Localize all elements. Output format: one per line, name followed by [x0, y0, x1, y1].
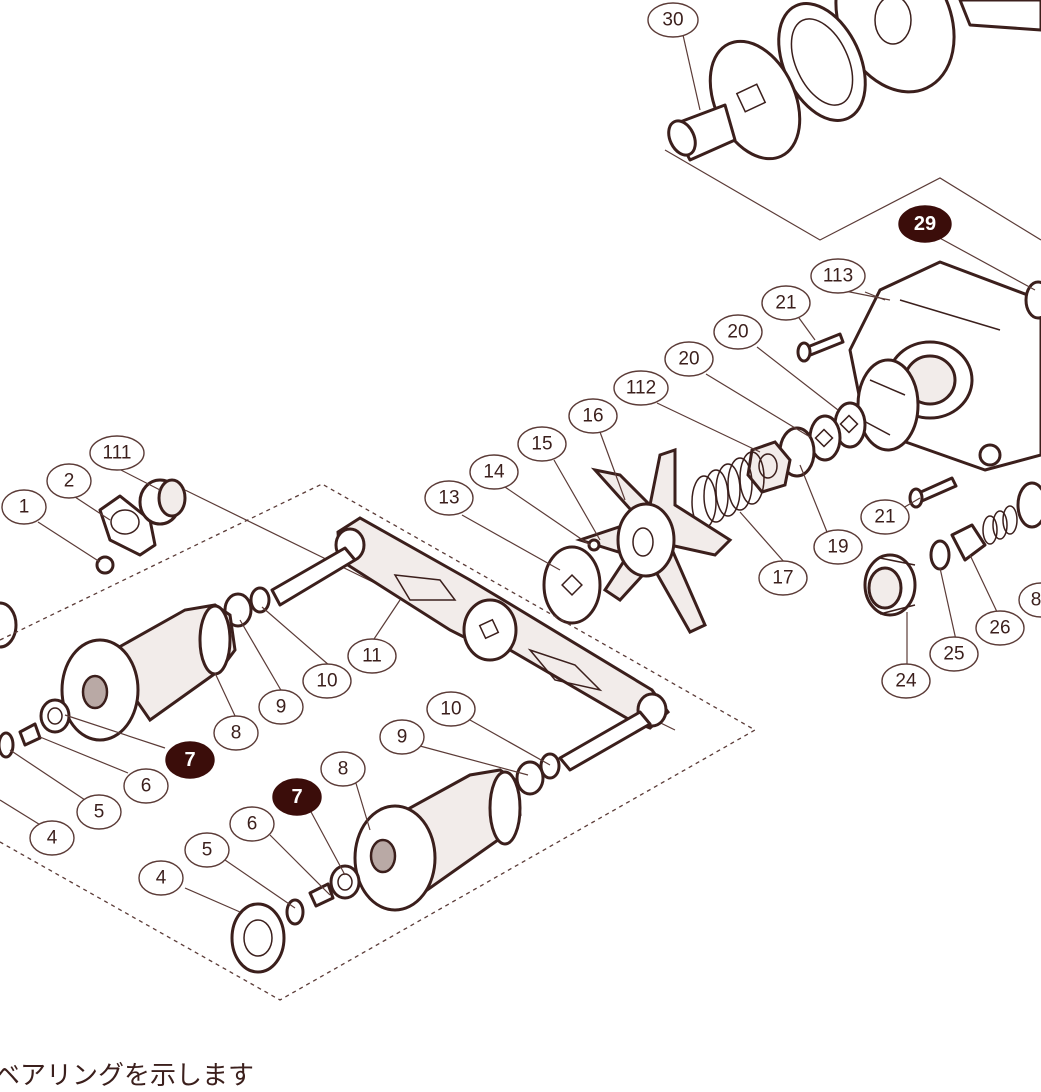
callout-26: 26	[975, 610, 1025, 646]
callout-7-upper-highlighted: 7	[165, 741, 215, 779]
callout-20-lower: 20	[664, 341, 714, 377]
svg-text:112: 112	[626, 378, 656, 399]
handle-knob-upper	[0, 586, 271, 759]
svg-text:8: 8	[231, 723, 242, 744]
svg-text:21: 21	[775, 293, 796, 314]
callout-17: 17	[758, 560, 808, 596]
svg-text:2: 2	[64, 471, 75, 492]
callout-10-lower: 10	[426, 691, 476, 727]
svg-text:111: 111	[103, 443, 132, 464]
callout-112: 112	[613, 370, 669, 406]
callout-5-lower: 5	[184, 832, 230, 868]
callout-9-upper: 9	[258, 689, 304, 725]
callout-14: 14	[469, 454, 519, 490]
callout-21-upper: 21	[761, 285, 811, 321]
svg-text:4: 4	[47, 828, 58, 849]
callout-8-lower: 8	[320, 751, 366, 787]
svg-text:5: 5	[202, 840, 213, 861]
callout-19: 19	[813, 529, 863, 565]
svg-text:113: 113	[823, 266, 853, 287]
svg-text:16: 16	[582, 406, 603, 427]
callout-6-upper: 6	[123, 768, 169, 804]
handle-lock-plate	[0, 478, 187, 649]
callout-9-lower: 9	[379, 719, 425, 755]
callout-13: 13	[424, 480, 474, 516]
callout-25: 25	[929, 636, 979, 672]
svg-text:17: 17	[772, 568, 793, 589]
svg-text:4: 4	[156, 868, 167, 889]
star-drag-16	[575, 447, 733, 634]
svg-text:20: 20	[678, 349, 699, 370]
svg-text:11: 11	[362, 646, 382, 667]
callout-113: 113	[810, 258, 866, 294]
callout-8-upper: 8	[213, 715, 259, 751]
callout-24: 24	[881, 663, 931, 699]
callout-4-lower: 4	[138, 860, 184, 896]
svg-text:10: 10	[316, 671, 337, 692]
handle-arm-11	[270, 516, 671, 772]
svg-text:8: 8	[338, 759, 349, 780]
callout-16: 16	[568, 398, 618, 434]
svg-text:7: 7	[291, 786, 302, 808]
svg-text:1: 1	[19, 497, 30, 518]
screw-21-lower	[908, 476, 958, 509]
svg-text:30: 30	[662, 10, 683, 31]
svg-text:15: 15	[531, 434, 552, 455]
washer-13	[542, 538, 602, 625]
svg-text:6: 6	[141, 776, 152, 797]
leader-lines	[0, 34, 999, 913]
callout-30: 30	[647, 2, 699, 38]
callout-8-right: 8	[1018, 582, 1041, 618]
callout-21-lower: 21	[860, 499, 910, 535]
callout-10-upper: 10	[302, 663, 352, 699]
callout-1: 1	[1, 489, 47, 525]
drive-gear-assembly	[664, 0, 1041, 241]
svg-text:5: 5	[94, 802, 105, 823]
svg-text:20: 20	[727, 322, 748, 343]
callout-6-lower: 6	[229, 806, 275, 842]
handle-knob-lower	[230, 752, 561, 974]
screw-21-upper	[796, 332, 845, 363]
svg-text:9: 9	[276, 697, 287, 718]
svg-text:8: 8	[1031, 590, 1041, 611]
callout-7-lower-highlighted: 7	[272, 778, 322, 816]
callout-4-upper: 4	[29, 820, 75, 856]
svg-text:6: 6	[247, 814, 258, 835]
svg-text:24: 24	[895, 671, 917, 692]
callout-2: 2	[46, 463, 92, 499]
callout-15: 15	[517, 426, 567, 462]
svg-text:21: 21	[874, 507, 895, 528]
svg-text:29: 29	[914, 213, 936, 235]
washers-and-nut	[691, 401, 867, 529]
callout-11: 11	[347, 638, 397, 674]
svg-text:14: 14	[483, 462, 505, 483]
svg-text:19: 19	[827, 537, 848, 558]
drag-cap-assembly	[863, 481, 1041, 617]
svg-text:10: 10	[440, 699, 461, 720]
side-plate-assembly	[839, 229, 1041, 472]
callout-5-upper: 5	[76, 794, 122, 830]
footer-note: ベアリングを示します	[0, 1061, 255, 1091]
callout-111: 111	[89, 435, 145, 471]
svg-text:13: 13	[438, 488, 459, 509]
svg-text:7: 7	[184, 749, 195, 771]
callout-29-highlighted: 29	[898, 205, 952, 243]
svg-text:9: 9	[397, 727, 408, 748]
svg-text:26: 26	[989, 618, 1010, 639]
svg-text:25: 25	[943, 644, 964, 665]
callout-20-upper: 20	[713, 314, 763, 350]
